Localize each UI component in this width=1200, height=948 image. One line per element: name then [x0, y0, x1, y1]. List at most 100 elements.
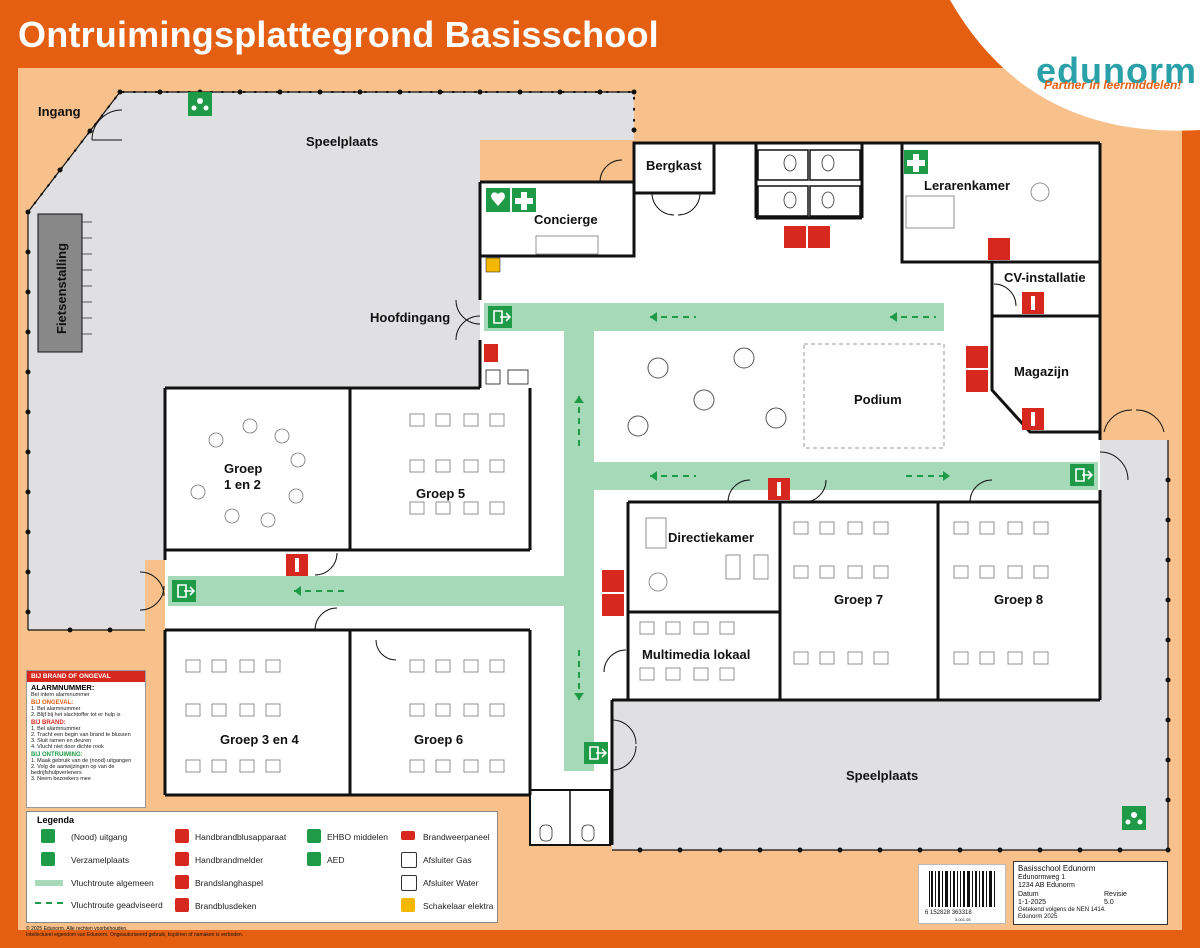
gas-valve-icon: [401, 852, 417, 868]
fire-alarm-icon: [602, 570, 624, 592]
bike-shed: [37, 213, 83, 353]
alarm-number-title: ALARMNUMMER:: [31, 683, 95, 692]
label-podium: Podium: [854, 392, 902, 407]
ongeval-title: BIJ ONGEVAL:: [31, 700, 74, 706]
aula-tables: [627, 347, 787, 437]
assembly-point-icon: [41, 852, 55, 866]
label-cv: CV-installatie: [1004, 270, 1086, 285]
desks-groep6: [409, 659, 505, 773]
logo-swoosh: [950, 0, 1200, 131]
furniture-misc: [535, 182, 1050, 592]
water-valve-icon: [507, 369, 529, 385]
electric-switch-icon: [401, 898, 415, 912]
route-arrows: [294, 316, 950, 700]
brand-logo: edunorm: [1036, 50, 1198, 91]
tb-city: 1234 AB Edunorm: [1018, 882, 1075, 889]
fire-blanket-icon: [988, 238, 1010, 260]
tb-rev: 5.0: [1104, 899, 1114, 906]
legend-item: Afsluiter Water: [423, 878, 479, 888]
label-speelplaats-bottom: Speelplaats: [846, 768, 918, 783]
ontruiming-step: 2. Volg de aanwijzingen op van de bedrij…: [31, 764, 115, 776]
doors: [91, 109, 1165, 771]
fire-hose-icon: [175, 875, 189, 889]
legend-item: Schakelaar elektra: [423, 901, 494, 911]
tb-date: 1-1-2025: [1018, 899, 1047, 906]
fire-alarm-icon: [175, 852, 189, 866]
brand-step: 3. Sluit ramen en deuren: [31, 738, 92, 744]
title-block: Basisschool Edunorm Edunormweg 1 1234 AB…: [1013, 861, 1168, 925]
brand-step: 2. Tracht een begin van brand te blussen: [31, 732, 131, 738]
tb-street: Edunormweg 1: [1018, 874, 1066, 881]
legend-item: EHBO middelen: [327, 832, 388, 842]
legend-item: Vluchtroute algemeen: [71, 878, 154, 888]
tb-rev-label: Revisie: [1104, 891, 1127, 898]
tb-date-label: Datum: [1018, 891, 1039, 898]
label-bergkast: Bergkast: [646, 158, 702, 173]
barcode-code: 3.001.05: [955, 917, 971, 922]
legend-item: (Nood) uitgang: [71, 832, 128, 842]
route-arrow-icon: [35, 902, 63, 904]
ongeval-step: 2. Blijf bij het slachtoffer tot er hulp…: [31, 712, 121, 718]
toilet-icon: [821, 154, 835, 172]
tb-drawn: Getekend volgens de NEN 1414.: [1018, 907, 1106, 913]
label-speelplaats-top: Speelplaats: [306, 134, 378, 149]
ontruiming-step: 1. Maak gebruik van de (nood) uitgangen: [31, 758, 132, 764]
label-multimedia: Multimedia lokaal: [642, 647, 750, 662]
label-ingang: Ingang: [38, 104, 81, 119]
toilet-icon: [581, 824, 595, 842]
fire-blanket-icon: [175, 898, 189, 912]
fire-panel-icon: [401, 831, 415, 840]
fire-equipment: [286, 226, 1044, 616]
label-groep6: Groep 6: [414, 732, 463, 747]
exit-signs: [172, 306, 1094, 764]
label-hoofdingang: Hoofdingang: [370, 310, 450, 325]
toilet-icon: [539, 824, 553, 842]
toilet-icon: [783, 154, 797, 172]
electric-switch-icon: [485, 257, 501, 273]
water-valve-icon: [401, 875, 417, 891]
toilet-icon: [821, 191, 835, 209]
route-bar-icon: [35, 880, 63, 886]
barcode: 6 152828 363318 3.001.05: [918, 864, 1006, 924]
tables-groep12: [190, 418, 306, 528]
label-groep8: Groep 8: [994, 592, 1043, 607]
walls: [163, 141, 1102, 845]
first-aid-icon: [307, 829, 321, 843]
legend-item: Verzamelplaats: [71, 855, 130, 865]
label-groep12-b: 1 en 2: [224, 477, 261, 492]
alarm-number-sub: Bel intern alarmnummer: [31, 692, 90, 698]
alarm-instructions: BIJ BRAND OF ONGEVAL ALARMNUMMER: Bel in…: [26, 670, 146, 808]
exit-icon: [41, 829, 55, 843]
fire-hose-icon: [808, 226, 830, 248]
tb-name: Basisschool Edunorm: [1018, 864, 1096, 873]
fire-alarm-icon: [784, 226, 806, 248]
alarm-header: BIJ BRAND OF ONGEVAL: [27, 671, 145, 682]
label-groep12-a: Groep: [224, 461, 262, 476]
label-lerarenkamer: Lerarenkamer: [924, 178, 1010, 193]
label-directiekamer: Directiekamer: [668, 530, 754, 545]
label-concierge: Concierge: [534, 212, 598, 227]
ongeval-step: 1. Bel alarmnummer: [31, 706, 81, 712]
desks-multimedia: [639, 621, 735, 681]
aed-icon: [307, 852, 321, 866]
legend-item: Brandslanghaspel: [195, 878, 264, 888]
first-aid-signs: [486, 150, 928, 212]
brand-title: BIJ BRAND:: [31, 720, 66, 726]
brand-tagline: Partner in leermiddelen!: [1044, 78, 1182, 92]
legend-item: AED: [327, 855, 345, 865]
copyright-line: Intellectueel eigendom van Edunorm. Onge…: [26, 932, 244, 938]
bike-racks: [82, 221, 92, 335]
legend-item: Handbrandblusapparaat: [195, 832, 287, 842]
ontruiming-title: BIJ ONTRUIMING:: [31, 752, 83, 758]
fire-panel-icon: [484, 344, 498, 362]
label-groep34: Groep 3 en 4: [220, 732, 300, 747]
legend-title: Legenda: [37, 815, 75, 825]
desks-groep5: [409, 413, 505, 515]
gas-valve-icon: [485, 369, 501, 385]
label-groep5: Groep 5: [416, 486, 465, 501]
legend-item: Handbrandmelder: [195, 855, 264, 865]
fire-extinguisher-icon: [175, 829, 189, 843]
legend-item: Brandweerpaneel: [423, 832, 490, 842]
label-magazijn: Magazijn: [1014, 364, 1069, 379]
